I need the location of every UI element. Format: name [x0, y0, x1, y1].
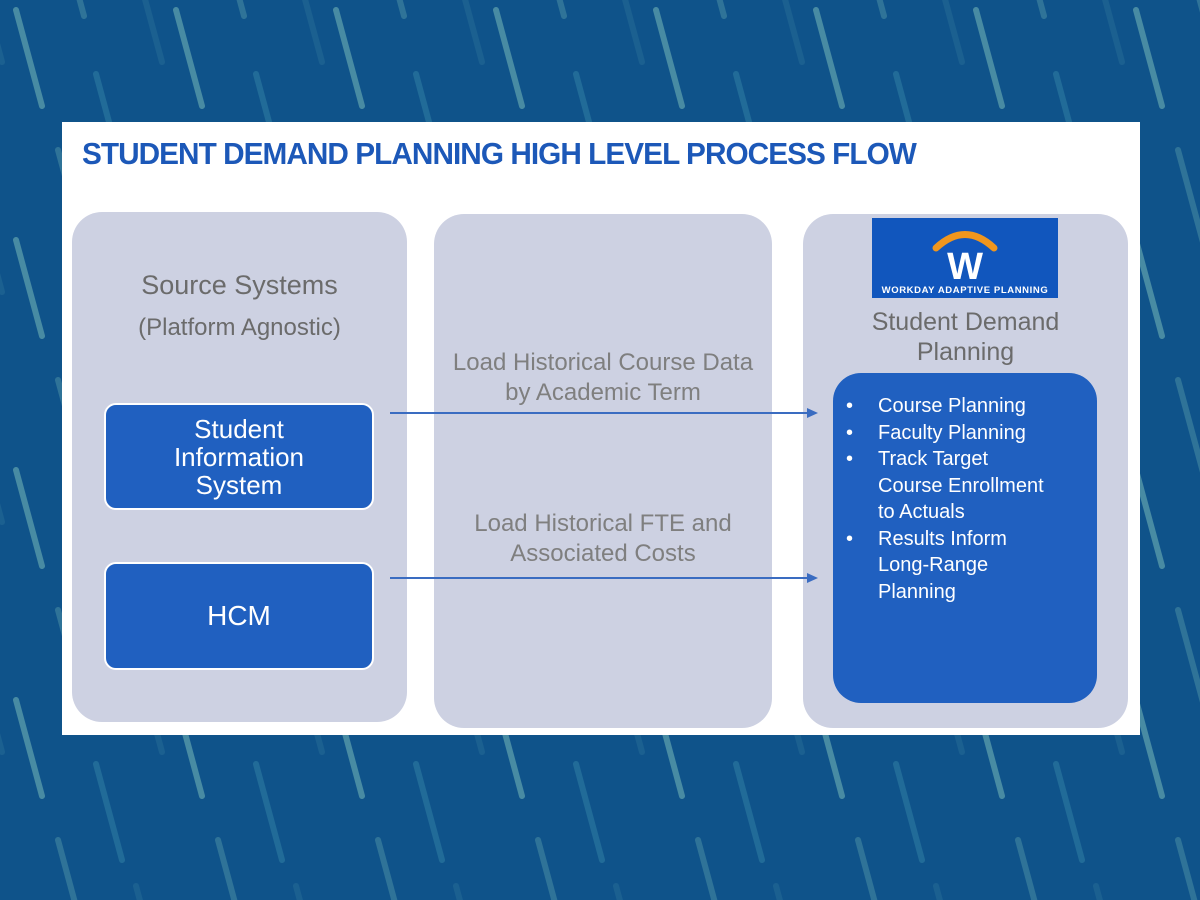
student-demand-planning-heading: Student Demand Planning: [871, 308, 1060, 366]
hcm-label: HCM: [207, 600, 271, 631]
workday-w-letter: W: [947, 246, 983, 288]
arrow-fte: [390, 573, 818, 583]
workday-logo: W WORKDAY ADAPTIVE PLANNING: [872, 218, 1058, 298]
platform-agnostic-subheading: (Platform Agnostic): [138, 314, 341, 341]
slide: STUDENT DEMAND PLANNING HIGH LEVEL PROCE…: [62, 122, 1140, 735]
planning-capabilities-box: Course Planning Faculty Planning Track T…: [833, 373, 1097, 703]
student-information-system-label: Student Information System: [173, 413, 305, 500]
load-fte-label: Load Historical FTE and Associated Costs: [474, 510, 732, 567]
integration-column: Load Historical Course Data by Academic …: [434, 214, 772, 728]
source-systems-heading: Source Systems: [141, 270, 338, 300]
load-course-data-label: Load Historical Course Data by Academic …: [452, 349, 754, 406]
bullet-course-planning: Course Planning: [833, 393, 1097, 420]
slide-title: STUDENT DEMAND PLANNING HIGH LEVEL PROCE…: [82, 136, 917, 171]
arrow-course-data: [390, 408, 818, 418]
workday-caption: WORKDAY ADAPTIVE PLANNING: [882, 285, 1049, 296]
planning-column: W WORKDAY ADAPTIVE PLANNING Student Dema…: [803, 214, 1128, 728]
bullet-results-inform: Results Inform Long-Range Planning: [833, 526, 1097, 606]
workday-arc-icon: [932, 231, 998, 252]
bullet-track-target: Track Target Course Enrollment to Actual…: [833, 446, 1097, 526]
bullet-faculty-planning: Faculty Planning: [833, 420, 1097, 447]
student-information-system-box: Student Information System: [104, 403, 374, 510]
source-systems-column: Source Systems (Platform Agnostic) Stude…: [72, 212, 407, 722]
hcm-box: HCM: [104, 562, 374, 670]
capabilities-bullet-list: Course Planning Faculty Planning Track T…: [833, 373, 1097, 605]
